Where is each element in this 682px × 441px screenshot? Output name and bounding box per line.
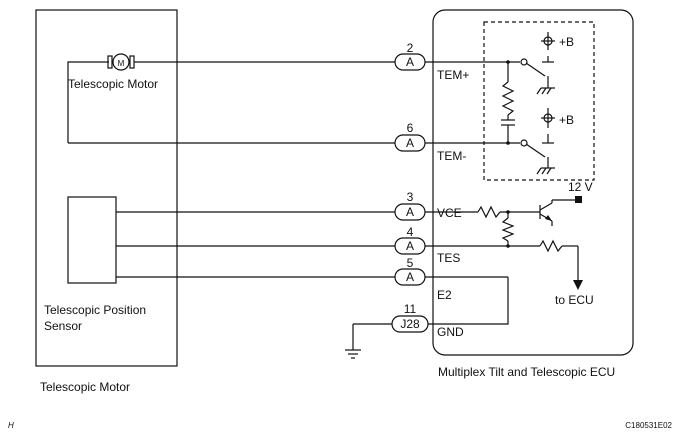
to-ecu-label: to ECU	[555, 293, 594, 307]
position-sensor-block	[67, 196, 117, 284]
relay-block-dashed	[483, 21, 595, 181]
pin-number: 6	[407, 121, 414, 135]
plus-b-label-2: +B	[559, 113, 574, 127]
sensor-label-line1: Telescopic Position	[44, 303, 146, 317]
pin-number: 5	[407, 256, 414, 270]
pin-6-connector: 6 A	[394, 121, 426, 152]
pin-4-connector: 4 A	[394, 225, 426, 255]
figure-code-label: C180531E02	[625, 421, 672, 430]
left-component-caption: Telescopic Motor	[40, 380, 130, 394]
pin-2-connector: 2 A	[394, 41, 426, 71]
motor-icon: M	[105, 53, 135, 71]
signal-tem-minus: TEM-	[437, 149, 466, 163]
transistor-icon	[539, 196, 582, 226]
ecu-caption: Multiplex Tilt and Telescopic ECU	[438, 365, 615, 379]
sensor-label-line2: Sensor	[44, 319, 82, 333]
motor-label: Telescopic Motor	[68, 77, 158, 91]
connector-code: A	[406, 55, 414, 69]
telescopic-motor-assembly-box	[35, 9, 178, 367]
pin-number: 2	[407, 41, 414, 55]
signal-e2: E2	[437, 288, 452, 302]
pin-number: 4	[407, 225, 414, 239]
resistor-icon	[501, 81, 515, 116]
tes-resistor-icon	[539, 239, 563, 253]
ecu-box	[432, 9, 634, 356]
pin-5-connector: 5 A	[394, 256, 426, 286]
pin-11-connector: 11 J28	[391, 302, 429, 333]
pin-3-connector: 3 A	[394, 190, 426, 221]
voltage-label: 12 V	[568, 180, 593, 194]
pin-number: 11	[404, 302, 417, 316]
corner-left-label: H	[8, 421, 14, 430]
signal-tem-plus: TEM+	[437, 68, 469, 82]
relay-switch-2-icon	[520, 108, 555, 175]
ground-icon	[345, 349, 361, 359]
signal-vce: VCE	[437, 206, 462, 220]
connector-code: J28	[400, 317, 420, 331]
motor-wire-left	[67, 61, 105, 143]
relay-switch-1-icon	[520, 32, 555, 95]
connector-code: A	[406, 205, 414, 219]
pin-number: 3	[407, 190, 414, 204]
signal-tes: TES	[437, 251, 460, 265]
vce-resistor-icon	[477, 205, 501, 219]
connector-code: A	[406, 239, 414, 253]
connector-code: A	[406, 136, 414, 150]
connector-code: A	[406, 270, 414, 284]
arrow-down-icon	[573, 280, 583, 290]
motor-symbol-label: M	[118, 59, 125, 68]
pull-down-resistor-icon	[501, 217, 515, 242]
signal-gnd: GND	[437, 325, 464, 339]
plus-b-label-1: +B	[559, 35, 574, 49]
